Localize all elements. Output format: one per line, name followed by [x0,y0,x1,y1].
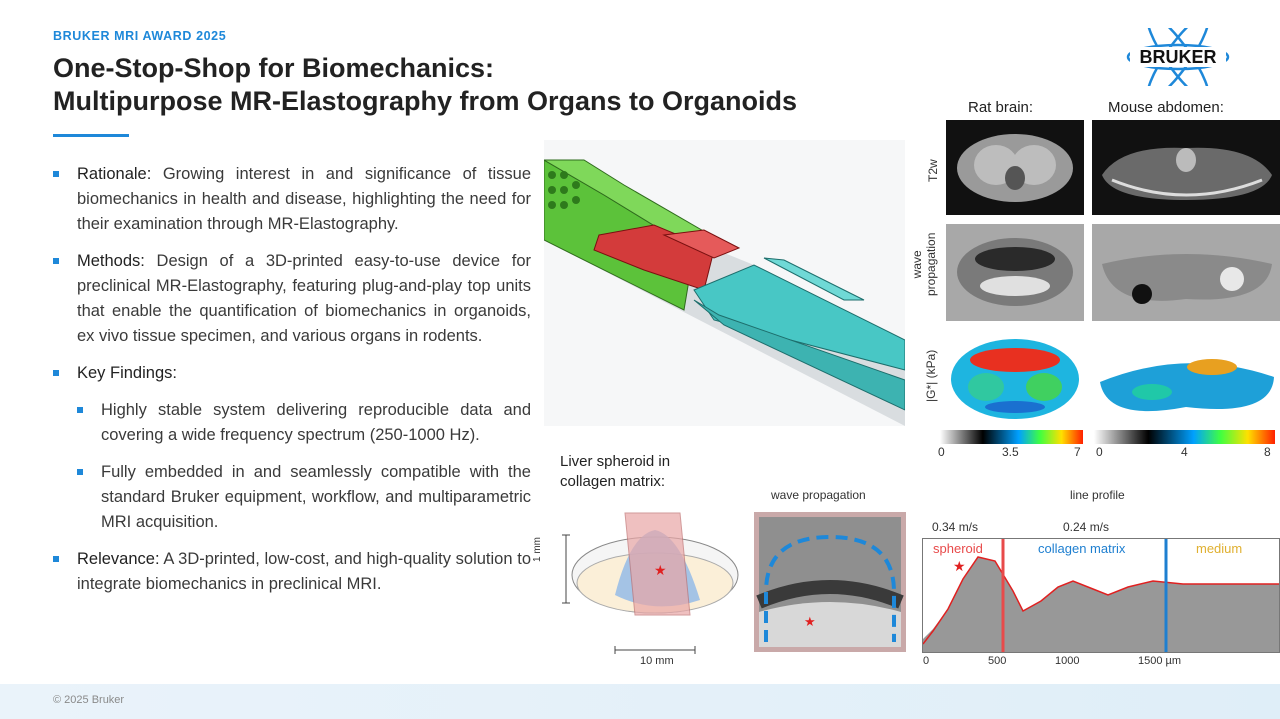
row-label-t2w: T2w [926,159,940,182]
relevance-text: A 3D-printed, low-cost, and high-quality… [77,550,531,593]
bullet-marker [77,469,83,475]
line-profile-title: line profile [1070,488,1125,502]
row-label-wave: wave propagation [910,233,938,296]
bullet-marker [77,407,83,413]
rationale-text: Growing interest in and significance of … [77,165,531,233]
mouse-abdomen-t2w-image [1092,120,1280,215]
spheroid-label-2: collagen matrix: [560,473,666,490]
methods-text: Design of a 3D-printed easy-to-use devic… [77,252,531,345]
bullet-marker [53,370,59,376]
svg-text:★: ★ [953,558,966,574]
sub-bullet-finding-2: Fully embedded in and seamlessly compati… [53,460,531,535]
speed-label-collagen: 0.24 m/s [1063,520,1110,534]
spheroid-label-1: Liver spheroid in [560,453,671,470]
region-label-spheroid: spheroid [933,541,983,556]
x-tick-1500: 1500 µm [1138,655,1182,667]
rationale-heading: Rationale: [77,165,152,183]
rat-brain-heading: Rat brain: [968,99,1034,116]
colorbar-mouse-max: 8 [1264,445,1271,459]
bruker-logo: BRUKER [1118,14,1238,100]
bullet-marker [53,258,59,264]
x-tick-500: 500 [988,655,1007,667]
bullet-list: Rationale: Growing interest in and signi… [53,162,531,609]
speed-label-spheroid: 0.34 m/s [932,520,979,534]
region-label-collagen: collagen matrix [1038,541,1126,556]
x-tick-0: 0 [923,655,930,667]
copyright: © 2025 Bruker [53,694,125,706]
methods-heading: Methods: [77,252,145,270]
line-profile-chart: ★ [922,538,1280,653]
logo-text: BRUKER [1139,47,1216,67]
device-render [544,140,905,426]
rat-brain-t2w-image [946,120,1084,215]
bullet-marker [53,556,59,562]
colorbar-mouse-mid: 4 [1181,445,1188,459]
dim-horizontal-label: 10 mm [640,655,674,667]
bullet-findings: Key Findings: [53,361,531,386]
colorbar-rat [940,430,1083,444]
bullet-rationale: Rationale: Growing interest in and signi… [53,162,531,237]
title-line-2: Multipurpose MR-Elastography from Organs… [53,86,798,116]
row-label-wave-2: propagation [924,232,938,296]
mouse-abdomen-heading: Mouse abdomen: [1108,99,1224,116]
colorbar-rat-min: 0 [938,445,945,459]
bullet-relevance: Relevance: A 3D-printed, low-cost, and h… [53,547,531,597]
spheroid-wave-image: ★ [754,512,906,652]
spheroid-label: Liver spheroid in collagen matrix: [560,452,670,492]
title-line-1: One-Stop-Shop for Biomechanics: [53,53,495,83]
colorbar-rat-mid: 3.5 [1002,445,1019,459]
colorbar-mouse-min: 0 [1096,445,1103,459]
findings-heading: Key Findings: [77,364,177,382]
row-label-wave-1: wave [910,250,924,279]
row-label-modulus: |G*| (kPa) [924,349,938,402]
colorbar-mouse [1094,430,1275,444]
petri-dish-illustration: ★ [560,505,745,655]
title-underline [53,134,129,137]
colorbar-rat-max: 7 [1074,445,1081,459]
page-title: One-Stop-Shop for Biomechanics: Multipur… [53,52,913,118]
bullet-marker [53,171,59,177]
award-kicker: BRUKER MRI AWARD 2025 [53,29,227,43]
mouse-abdomen-stiffness-map [1092,332,1280,427]
svg-text:★: ★ [804,614,816,629]
dim-vertical-label: 1 mm [532,537,543,562]
rat-brain-stiffness-map [946,332,1084,427]
region-label-medium: medium [1196,541,1243,556]
rat-brain-wave-image [946,224,1084,321]
wave-propagation-title: wave propagation [771,488,866,502]
x-tick-1000: 1000 [1055,655,1080,667]
relevance-heading: Relevance: [77,550,160,568]
mouse-abdomen-wave-image [1092,224,1280,321]
sub-bullet-finding-1: Highly stable system delivering reproduc… [53,398,531,448]
bullet-methods: Methods: Design of a 3D-printed easy-to-… [53,249,531,349]
finding-1-text: Highly stable system delivering reproduc… [101,401,531,444]
footer-band [0,684,1280,719]
svg-text:★: ★ [654,562,667,578]
finding-2-text: Fully embedded in and seamlessly compati… [101,463,531,531]
